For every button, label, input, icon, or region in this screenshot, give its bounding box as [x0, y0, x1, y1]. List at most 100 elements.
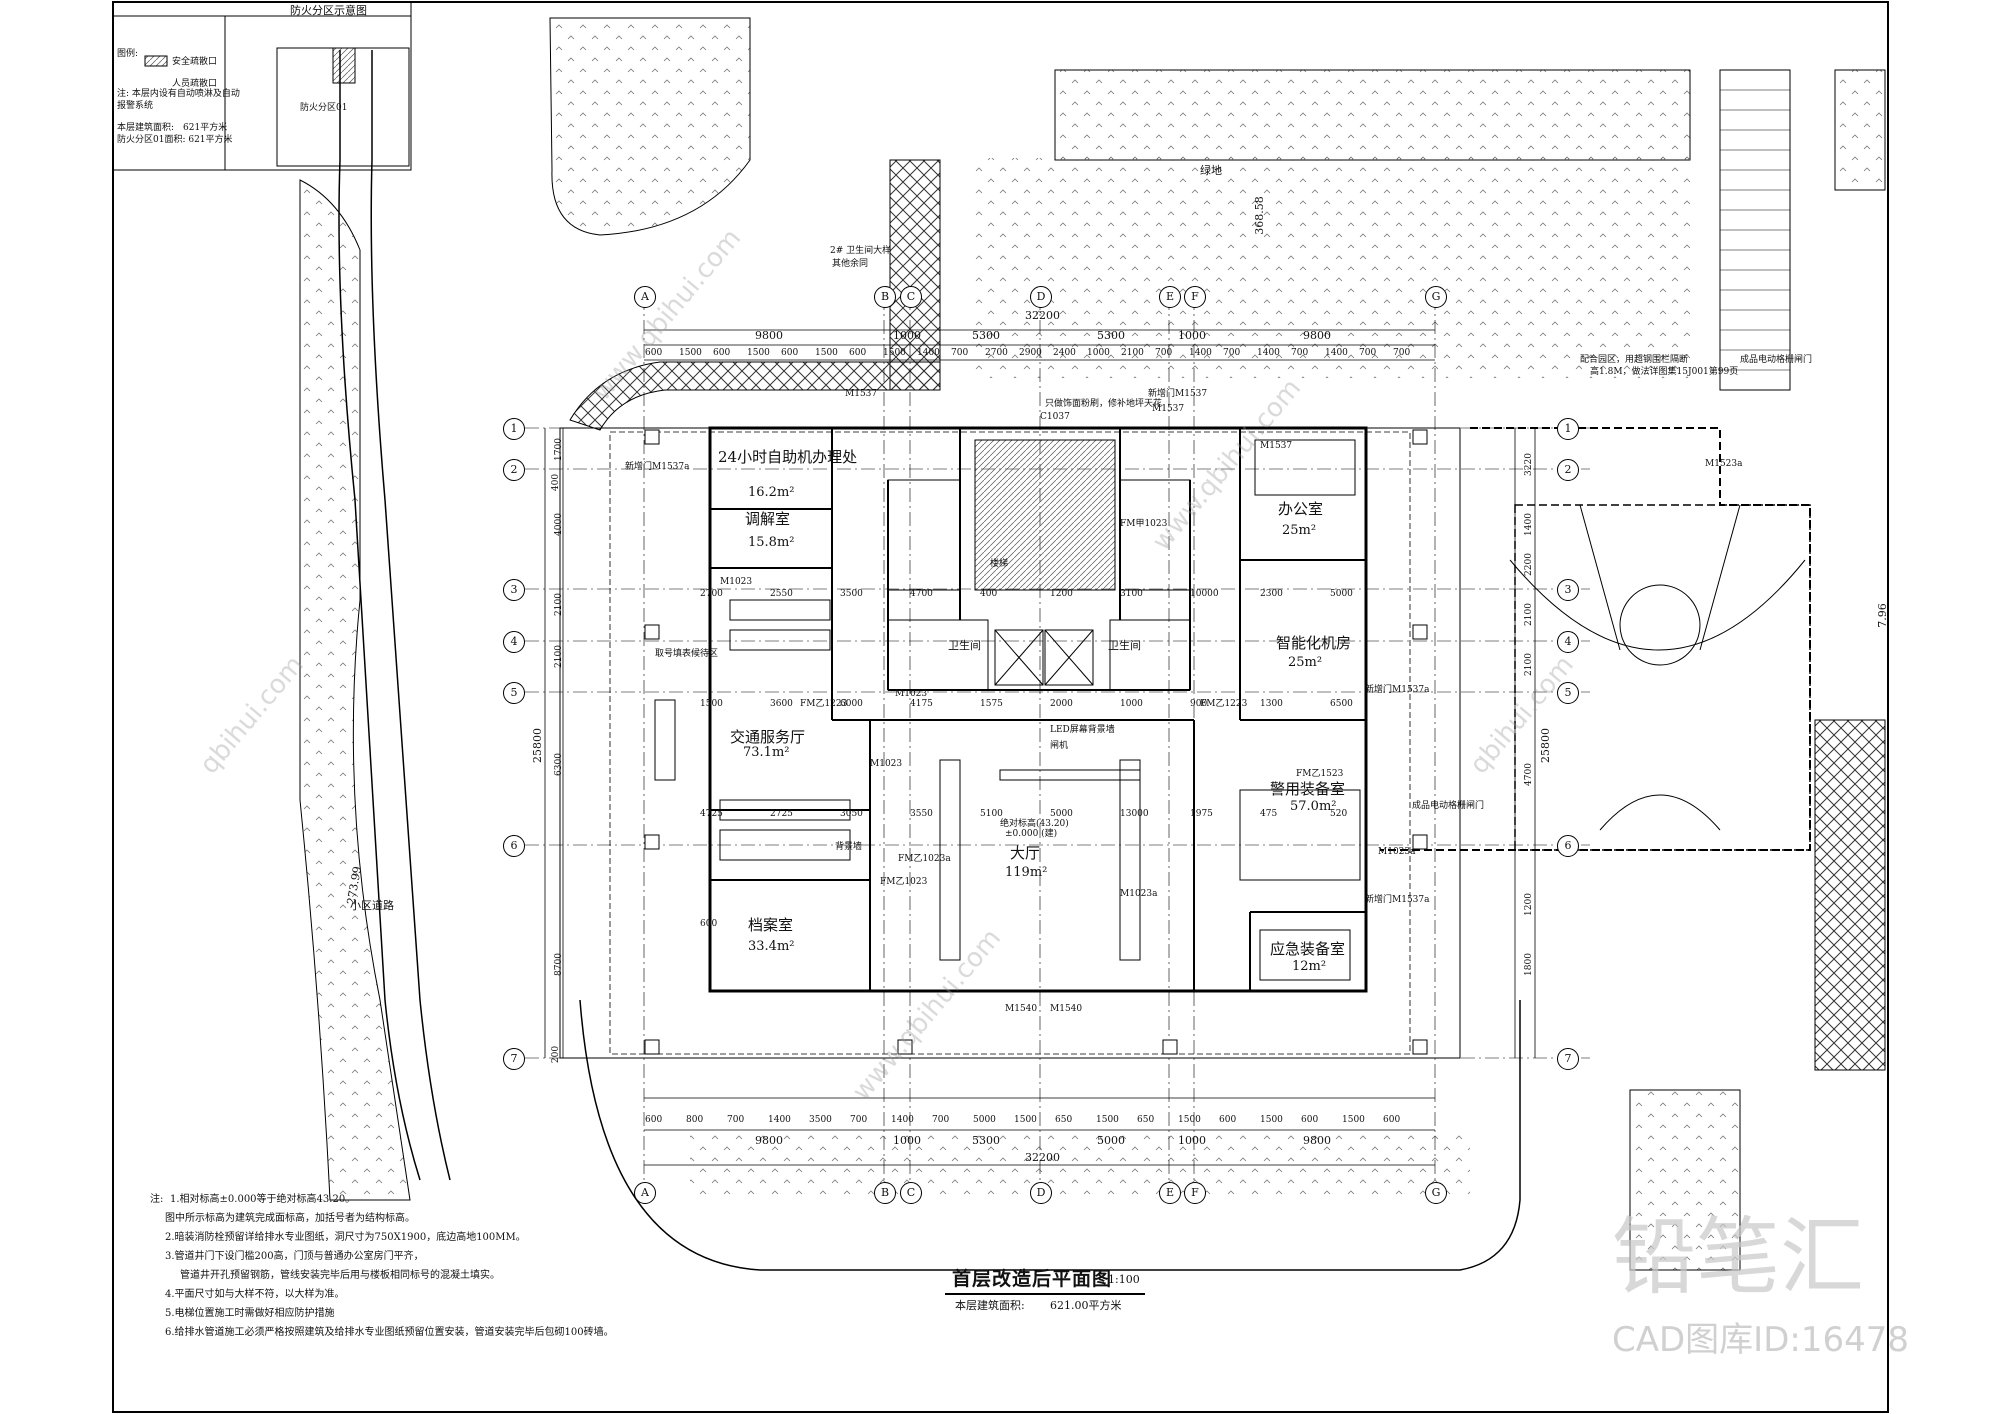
fence-note-1: 配合园区，用超钢围栏隔断 — [1580, 355, 1689, 365]
inset-area-2: 防火分区01面积: 621平方米 — [117, 135, 233, 145]
fence-note-2: 高1.8M，做法详图集15J001第99页 — [1590, 367, 1739, 377]
wall-note: 只做饰面粉刷，修补地坪天花 — [1045, 399, 1163, 409]
dim-top-major: 9800 — [1303, 329, 1331, 342]
gate-door-top: 成品电动格栅闸门 — [1740, 355, 1813, 365]
dim-inner: 5000 — [1050, 809, 1073, 819]
door-tag: FM乙1023a — [898, 854, 951, 864]
dim-bottom-major: 5000 — [1097, 1134, 1125, 1147]
room-traffic-label: 交通服务厅 — [730, 728, 806, 746]
bg-wall-label: 背景墙 — [835, 842, 863, 852]
dim-left: 2100 — [553, 593, 564, 616]
dim-top-minor: 700 — [1359, 348, 1377, 358]
dim-top-minor: 1500 — [815, 348, 838, 358]
room-archive-label: 档案室 — [748, 916, 794, 934]
area-label: 本层建筑面积: — [955, 1299, 1025, 1312]
led-wall-label: LED屏幕背景墙 — [1050, 725, 1115, 735]
elevation-1: 绝对标高(43.20) — [1000, 819, 1069, 829]
dim-left: 2100 — [553, 645, 564, 668]
dim-top-minor: 600 — [781, 348, 799, 358]
door-tag: M1523a — [1705, 459, 1743, 469]
dim-top-total: 32200 — [1025, 309, 1060, 322]
axis-col-D-bottom: D — [1030, 1182, 1052, 1204]
dim-top-minor: 600 — [849, 348, 867, 358]
axis-col-B: B — [874, 286, 896, 308]
door-tag: M1537 — [845, 389, 878, 399]
dim-bottom-minor: 800 — [686, 1115, 704, 1125]
dim-top-minor: 1400 — [1325, 348, 1348, 358]
room-hall-label: 大厅 — [1010, 844, 1041, 862]
dim-bottom-minor: 650 — [1055, 1115, 1073, 1125]
axis-row-3: 3 — [503, 579, 525, 601]
axis-col-E: E — [1159, 286, 1181, 308]
room-24h-area: 16.2m² — [748, 485, 795, 500]
new-door-1: 新增门M1537a — [625, 462, 690, 472]
dim-top-minor: 700 — [1393, 348, 1411, 358]
dim-bottom-minor: 1400 — [891, 1115, 914, 1125]
dim-bottom-major: 1000 — [1178, 1134, 1206, 1147]
door-tag: M1023 — [720, 577, 753, 587]
dim-bottom-major: 9800 — [755, 1134, 783, 1147]
dim-inner: 3500 — [840, 589, 863, 599]
axis-col-G: G — [1425, 286, 1447, 308]
door-tag: FM乙1223 — [800, 699, 848, 709]
dim-inner: 2725 — [770, 809, 793, 819]
dim-right: 4700 — [1523, 763, 1534, 786]
door-tag: M1540 — [1005, 1004, 1038, 1014]
notes-head: 注: — [150, 1194, 164, 1205]
door-tag: M1023 — [895, 689, 928, 699]
legend-person-exit: 人员疏散口 — [172, 79, 218, 89]
note-line: 3.管道井门下设门槛200高，门顶与普通办公室房门平齐， — [165, 1251, 424, 1262]
axis-row-2: 2 — [503, 459, 525, 481]
new-door-3: 新增门M1537a — [1365, 685, 1430, 695]
dim-inner: 3550 — [910, 809, 933, 819]
dim-inner: 5000 — [1330, 589, 1353, 599]
gate-door-right: 成品电动格栅闸门 — [1412, 801, 1485, 811]
note-line: 6.给排水管道施工必须严格按照建筑及给排水专业图纸预留位置安装，管道安装完毕后包… — [165, 1327, 614, 1338]
dim-inner: 2550 — [770, 589, 793, 599]
dim-right: 2200 — [1523, 553, 1534, 576]
dim-inner: 2000 — [1050, 699, 1073, 709]
dim-inner: 5100 — [980, 809, 1003, 819]
dim-right: 1800 — [1523, 953, 1534, 976]
axis-row-5-right: 5 — [1557, 682, 1579, 704]
room-traffic-area: 73.1m² — [743, 745, 790, 760]
note-line: 4.平面尺寸如与大样不符，以大样为准。 — [165, 1289, 345, 1300]
axis-row-1-right: 1 — [1557, 418, 1579, 440]
axis-row-7: 7 — [503, 1048, 525, 1070]
dim-right: 1200 — [1523, 893, 1534, 916]
dim-top-major: 1000 — [1178, 329, 1206, 342]
dim-inner: 1500 — [700, 699, 723, 709]
elevation-2: ±0.000 (建) — [1005, 829, 1058, 839]
room-office-label: 办公室 — [1278, 500, 1324, 518]
gate-label: 闸机 — [1050, 741, 1069, 751]
dim-top-minor: 700 — [1223, 348, 1241, 358]
dim-bottom-minor: 600 — [1219, 1115, 1237, 1125]
note-line: 1.相对标高±0.000等于绝对标高43.20。 — [170, 1194, 356, 1205]
axis-col-G-bottom: G — [1425, 1182, 1447, 1204]
note-line: 5.电梯位置施工时需做好相应防护措施 — [165, 1308, 335, 1319]
stair-label: 楼梯 — [990, 559, 1009, 569]
dim-inner: 4725 — [700, 809, 723, 819]
axis-col-C: C — [900, 286, 922, 308]
room-smart-area: 25m² — [1288, 655, 1323, 670]
room-emergency-area: 12m² — [1292, 959, 1327, 974]
room-mediation-area: 15.8m² — [748, 535, 795, 550]
axis-col-D: D — [1030, 286, 1052, 308]
axis-row-1: 1 — [503, 418, 525, 440]
dim-inner: 2300 — [1260, 589, 1283, 599]
room-mediation-label: 调解室 — [745, 510, 791, 528]
dim-bottom-major: 9800 — [1303, 1134, 1331, 1147]
door-tag: FM乙1523 — [1296, 769, 1344, 779]
inset-note-1: 注: 本层内设有自动喷淋及自动 — [117, 89, 240, 99]
axis-col-C-bottom: C — [900, 1182, 922, 1204]
green-value-1: 368.58 — [1252, 196, 1266, 235]
note-line: 图中所示标高为建筑完成面标高，加括号者为结构标高。 — [165, 1213, 415, 1224]
inset-title: 防火分区示意图 — [290, 4, 367, 17]
door-tag: M1023a — [1378, 847, 1416, 857]
dim-top-major: 5300 — [1097, 329, 1125, 342]
annot-detail-b: 其他余同 — [832, 259, 869, 269]
dim-left: 8700 — [553, 953, 564, 976]
dim-top-minor: 2100 — [1121, 348, 1144, 358]
room-smart-label: 智能化机房 — [1276, 634, 1352, 652]
